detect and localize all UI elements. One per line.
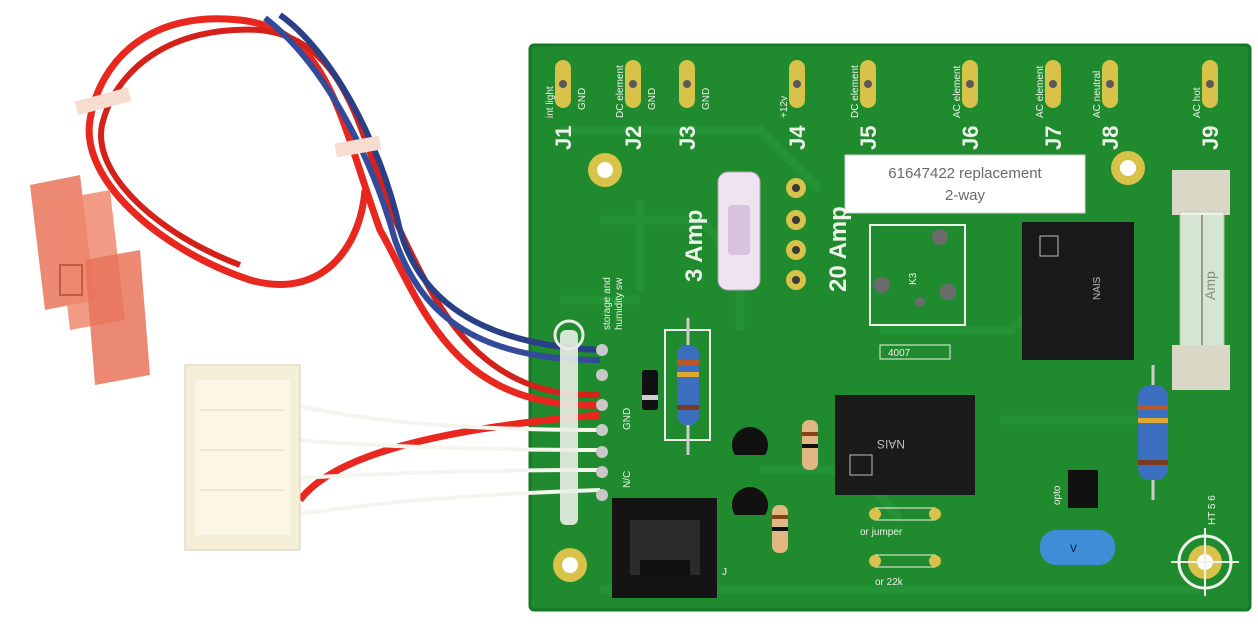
header-function-label: int light bbox=[545, 86, 556, 118]
header-j3: J3 GND bbox=[675, 60, 712, 150]
relay-center: NAIS bbox=[835, 395, 975, 495]
sticker-line1: 61647422 replacement bbox=[888, 165, 1042, 182]
jumper-pads bbox=[869, 507, 941, 568]
storage-label-1: storage and bbox=[602, 277, 613, 330]
rj-jack: J bbox=[612, 498, 727, 598]
svg-text:v: v bbox=[1070, 539, 1077, 555]
svg-text:NAIS: NAIS bbox=[1092, 276, 1103, 300]
transistor bbox=[732, 427, 768, 515]
fuse-20amp-label: 20 Amp bbox=[825, 206, 852, 292]
gnd-label: GND bbox=[622, 408, 633, 430]
header-id-label: J1 bbox=[551, 126, 576, 150]
header-gnd-label: GND bbox=[701, 88, 712, 110]
mounting-hole bbox=[1171, 528, 1239, 596]
header-j5: J5 DC element bbox=[850, 60, 881, 150]
resistor-bottom bbox=[772, 505, 788, 553]
header-gnd-label: GND bbox=[647, 88, 658, 110]
header-j4: J4 +12v bbox=[779, 60, 810, 150]
header-function-label: AC neutral bbox=[1092, 71, 1103, 118]
fuse-3amp-label: 3 Amp bbox=[681, 210, 708, 282]
header-function-label: AC element bbox=[1035, 66, 1046, 118]
storage-label-2: humidity sw bbox=[614, 277, 625, 330]
header-id-label: J8 bbox=[1098, 126, 1123, 150]
header-function-label: AC hot bbox=[1192, 87, 1203, 118]
replacement-sticker: 61647422 replacement 2-way bbox=[844, 154, 1086, 214]
relay-k3-label: K3 bbox=[908, 272, 919, 285]
header-function-label: AC element bbox=[952, 66, 963, 118]
diode bbox=[642, 370, 658, 410]
blue-capacitor: v bbox=[1040, 530, 1115, 565]
header-gnd-label: GND bbox=[577, 88, 588, 110]
header-function-label: +12v bbox=[779, 96, 790, 118]
header-j8: J8 AC neutral bbox=[1092, 60, 1123, 150]
resistor-22k-label: or 22k bbox=[875, 577, 904, 588]
resistor-blue-right bbox=[1138, 365, 1168, 500]
mounting-hole bbox=[1111, 151, 1145, 185]
resistor-blue-left bbox=[664, 318, 711, 455]
relay-top-right: NAIS bbox=[1022, 222, 1134, 360]
nc-label: N/C bbox=[622, 471, 633, 488]
glass-fuse: Amp bbox=[1172, 170, 1230, 390]
spade-terminals bbox=[30, 175, 150, 385]
molex-connector bbox=[184, 364, 301, 551]
jack-label: J bbox=[722, 567, 727, 578]
resistor-small bbox=[802, 420, 818, 470]
part-code: HT 5 6 bbox=[1207, 495, 1218, 525]
relay-k3-footprint: K3 bbox=[869, 224, 966, 326]
header-j9: J9 AC hot bbox=[1192, 60, 1223, 150]
header-id-label: J2 bbox=[621, 126, 646, 150]
mounting-hole bbox=[553, 548, 587, 582]
wire-harness bbox=[74, 12, 608, 525]
header-j7: J7 AC element bbox=[1035, 60, 1066, 150]
header-id-label: J9 bbox=[1198, 126, 1223, 150]
header-id-label: J7 bbox=[1041, 126, 1066, 150]
mounting-hole bbox=[588, 153, 622, 187]
sticker-line2: 2-way bbox=[945, 187, 986, 204]
header-id-label: J6 bbox=[958, 126, 983, 150]
header-function-label: DC element bbox=[615, 65, 626, 118]
diode-4007: 4007 bbox=[879, 344, 951, 360]
header-terminals: J1 int light GND J2 DC element GND J3 GND J4 +12v… bbox=[545, 60, 1223, 150]
header-j1: J1 int light GND bbox=[545, 60, 588, 150]
header-id-label: J4 bbox=[785, 125, 810, 150]
opto-label: opto bbox=[1052, 485, 1063, 505]
header-j2: J2 DC element GND bbox=[615, 60, 658, 150]
header-j6: J6 AC element bbox=[952, 60, 983, 150]
glass-fuse-label: Amp bbox=[1202, 271, 1218, 300]
opto-coupler: opto bbox=[1052, 470, 1098, 508]
fuse-3amp: 3 Amp bbox=[681, 171, 761, 291]
header-function-label: DC element bbox=[850, 65, 861, 118]
fuse-20amp-pads: 20 Amp bbox=[786, 178, 852, 292]
diode-label: 4007 bbox=[888, 348, 911, 359]
jumper-label: or jumper bbox=[860, 527, 903, 538]
header-id-label: J3 bbox=[675, 126, 700, 150]
svg-text:NAIS: NAIS bbox=[877, 437, 905, 451]
header-id-label: J5 bbox=[856, 126, 881, 150]
